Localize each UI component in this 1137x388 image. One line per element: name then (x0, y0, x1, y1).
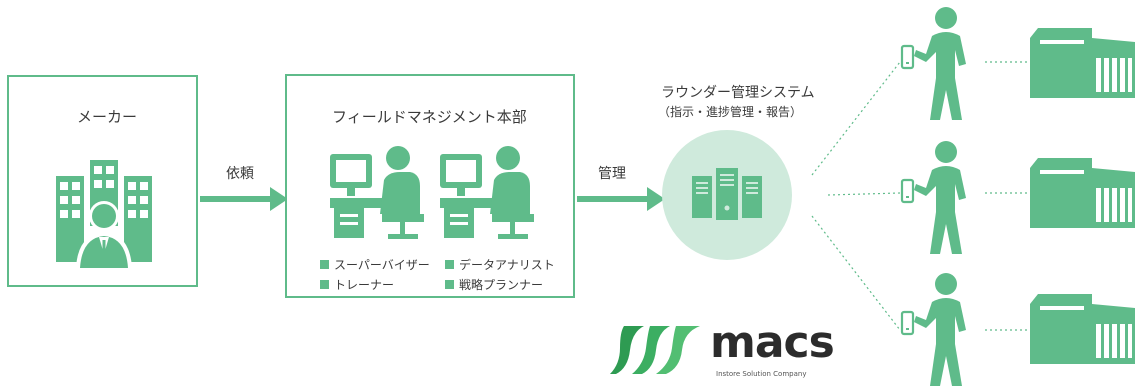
logo-tagline: Instore Solution Company (716, 370, 807, 378)
office-building-icon (56, 160, 152, 268)
server-circle (662, 130, 792, 260)
rounder-staff-icon (900, 273, 966, 386)
smartphone-icon (900, 178, 915, 204)
arrow-label-manage: 管理 (598, 166, 626, 182)
macs-logo (610, 326, 700, 374)
maker-title: メーカー (77, 108, 138, 126)
system-title: ラウンダー管理システム (661, 85, 815, 101)
store-icon (1030, 294, 1135, 364)
system-subtitle: （指示・進捗管理・報告） (658, 105, 803, 119)
rounder-staff-icon (900, 141, 966, 254)
hq-title: フィールドマネジメント本部 (332, 108, 527, 126)
store-icon (1030, 158, 1135, 228)
worker-at-desk-icon (440, 146, 534, 239)
store-icon (1030, 28, 1135, 98)
worker-at-desk-icon (330, 146, 424, 239)
role-trainer: トレーナー (320, 276, 394, 293)
smartphone-icon (900, 310, 915, 336)
arrow-label-request: 依頼 (226, 166, 254, 182)
server-icon (692, 168, 762, 220)
arrow-right-icon (577, 187, 665, 211)
role-data-analyst: データアナリスト (445, 256, 555, 273)
logo-wordmark: macs (710, 317, 835, 368)
rounder-staff-icon (900, 7, 966, 120)
arrow-right-icon (200, 187, 288, 211)
role-strategy-planner: 戦略プランナー (445, 276, 543, 293)
role-supervisor: スーパーバイザー (320, 256, 430, 273)
smartphone-icon (900, 44, 915, 70)
